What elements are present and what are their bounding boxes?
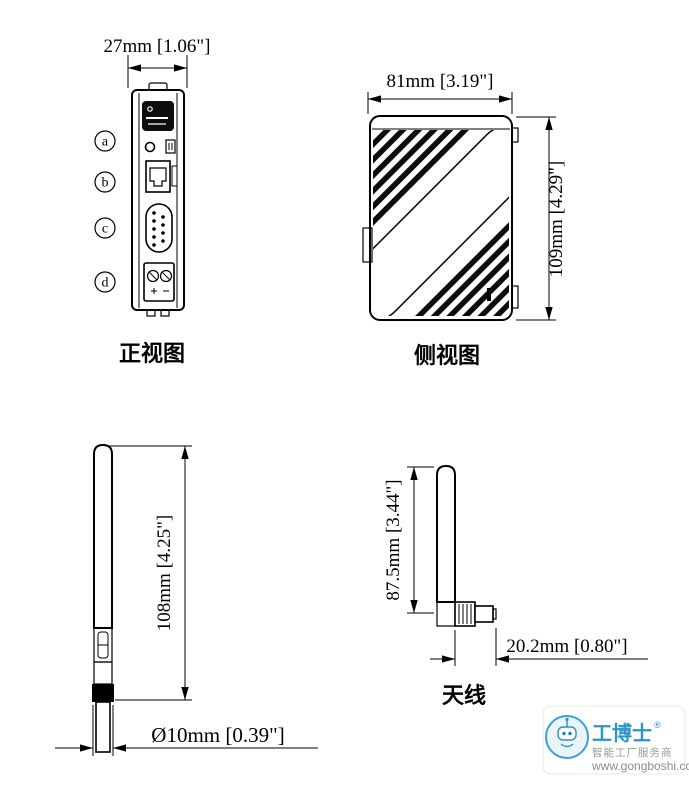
bottom-tab-right — [160, 309, 170, 317]
svg-text:b: b — [102, 176, 109, 191]
antenna-band — [92, 684, 114, 702]
device-front-body — [131, 82, 185, 317]
antenna-diameter-dimension-label: Ø10mm [0.39"] — [151, 723, 284, 747]
device-side-body — [362, 115, 519, 321]
sma-connector — [454, 601, 497, 627]
antenna-front-view: 108mm [4.25"] Ø10mm [0.39"] — [55, 443, 318, 756]
antenna-caption: 天线 — [442, 683, 486, 708]
antenna-connector-dimension-label: 20.2mm [0.80"] — [506, 636, 627, 657]
din-clip-bottom — [511, 285, 519, 309]
side-height-dimension-label: 109mm [4.29"] — [546, 161, 567, 277]
antenna-straight — [92, 443, 114, 753]
antenna-side-length-dimension: 87.5mm [3.44"] — [383, 466, 434, 614]
front-width-dimension-label: 27mm [1.06"] — [104, 36, 211, 57]
front-view: 27mm [1.06"] — [94, 36, 211, 366]
connector-knurl — [458, 604, 472, 624]
antenna-connector-dimension: 20.2mm [0.80"] — [430, 628, 648, 666]
side-width-dimension-label: 81mm [3.19"] — [387, 71, 494, 92]
led-indicator — [144, 141, 156, 153]
gongboshi-logo — [545, 715, 589, 759]
registered-mark: ® — [654, 720, 661, 730]
svg-text:c: c — [102, 222, 108, 237]
connector-bump — [362, 227, 373, 263]
front-view-caption: 正视图 — [119, 341, 185, 366]
port-label-d: d — [94, 271, 116, 293]
svg-text:a: a — [102, 135, 109, 150]
din-clip-top — [511, 127, 519, 143]
brand-name: 工博士 — [592, 721, 652, 745]
svg-text:d: d — [102, 276, 109, 291]
antenna-side-length-dimension-label: 87.5mm [3.44"] — [383, 479, 404, 600]
side-width-dimension: 81mm [3.19"] — [367, 71, 513, 114]
front-panel — [131, 89, 185, 311]
gongboshi-watermark: 工博士 ® 智能工厂服务商 www.gongboshi.com — [542, 705, 689, 775]
top-tab — [148, 82, 168, 91]
antenna-length-dimension: 108mm [4.25"] — [105, 445, 192, 701]
side-height-dimension: 109mm [4.29"] — [516, 116, 567, 321]
side-slot — [171, 165, 178, 187]
serial-port — [145, 203, 173, 253]
device-label-plate — [142, 101, 174, 131]
front-width-dimension: 27mm [1.06"] — [104, 36, 211, 88]
led-slot — [487, 288, 491, 301]
label-plate-background — [142, 101, 174, 131]
antenna-connector — [95, 701, 111, 753]
antenna-diameter-dimension: Ø10mm [0.39"] — [55, 705, 318, 756]
side-view: 81mm [3.19"] 109mm [4.29"] 侧视图 — [362, 71, 567, 368]
antenna-elbow — [436, 601, 456, 627]
port-label-c: c — [94, 217, 116, 239]
bottom-tab-left — [146, 309, 156, 317]
micro-connector — [165, 139, 176, 154]
port-label-b: b — [94, 171, 116, 193]
antenna-side-view: 87.5mm [3.44"] 20.2mm [0.80"] 天线 — [383, 464, 648, 708]
polarity-marks — [151, 288, 169, 294]
port-label-a: a — [94, 130, 116, 152]
ethernet-port — [145, 160, 171, 193]
ventilation-pattern — [373, 130, 509, 316]
panel-rails — [138, 93, 178, 308]
brand-url: www.gongboshi.com — [591, 759, 689, 773]
antenna-length-dimension-label: 108mm [4.25"] — [154, 515, 175, 631]
plate-logo-mark — [147, 106, 153, 112]
antenna-collar — [93, 661, 113, 685]
brand-tagline: 智能工厂服务商 — [592, 746, 673, 759]
antenna-bent — [436, 464, 497, 627]
antenna-whisker — [93, 443, 113, 629]
side-view-caption: 侧视图 — [414, 343, 480, 368]
terminal-block — [143, 262, 175, 302]
antenna-whisker-bent — [436, 464, 456, 603]
